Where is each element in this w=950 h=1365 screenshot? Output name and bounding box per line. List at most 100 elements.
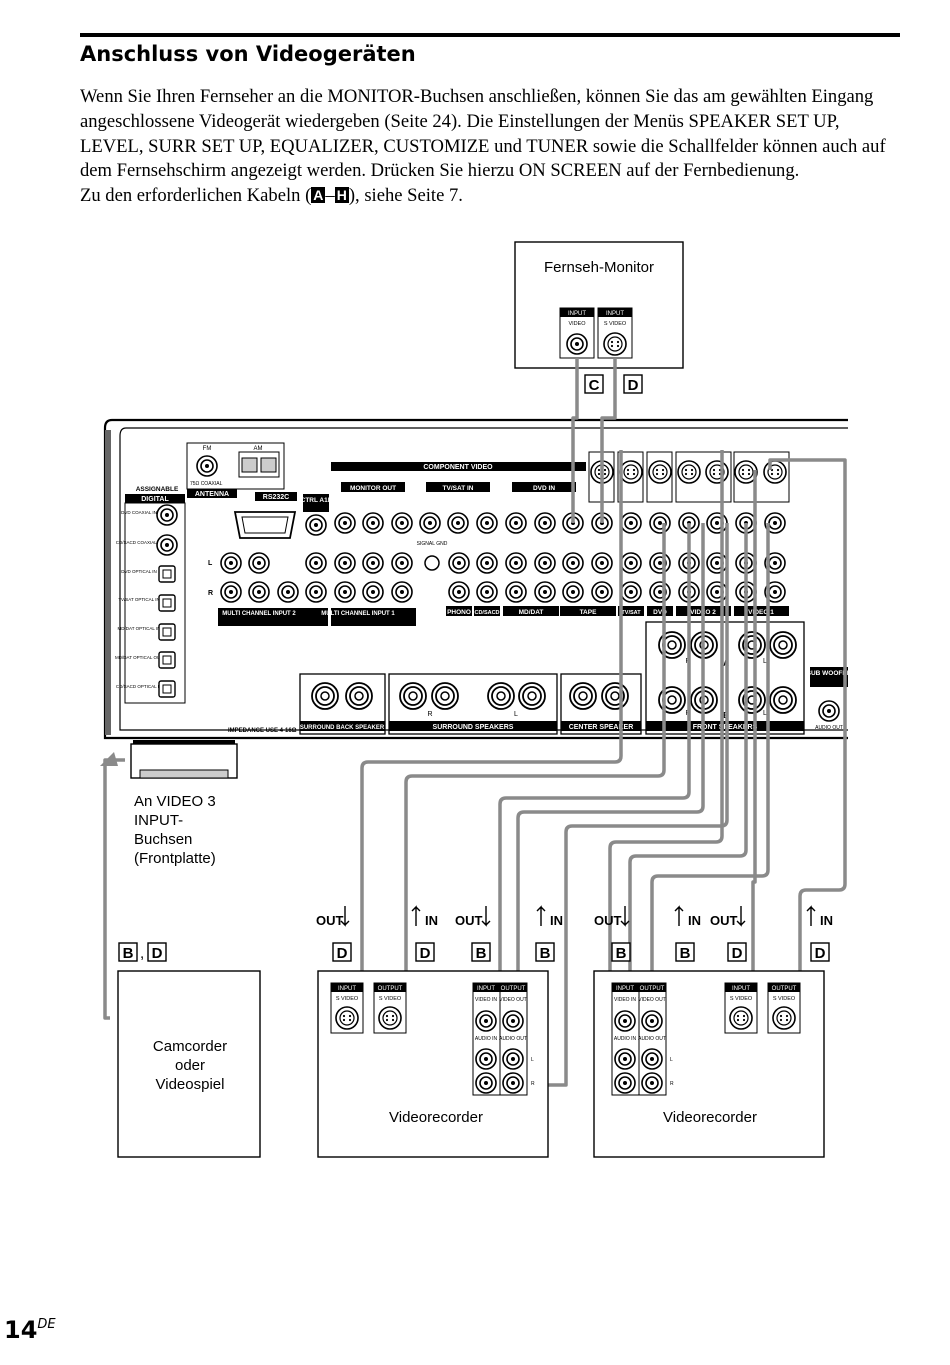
vcr2-svideo-out-jack <box>772 1006 796 1030</box>
cable-tag: D <box>420 945 431 962</box>
vcr1-svideo-out-jack <box>378 1006 402 1030</box>
dvd-in-label: DVD IN <box>533 485 555 492</box>
signal-dir: IN <box>820 913 833 928</box>
audio-out-label: AUDIO OUT <box>815 725 843 731</box>
signal-dir: IN <box>550 913 563 928</box>
component-video-label: COMPONENT VIDEO <box>423 464 493 471</box>
rs232c-label: RS232C <box>263 494 289 501</box>
camcorder-label: Camcorder <box>153 1038 227 1055</box>
speaker-group-label: FRONT SPEAKERS <box>693 724 758 731</box>
tv-video-label: VIDEO <box>568 321 586 327</box>
digital-label: DIGITAL <box>141 496 169 503</box>
camcorder-cable-tags: B , D <box>118 942 167 962</box>
tv-input-tag-2: INPUT <box>606 311 624 317</box>
multi-channel-jacks: L R <box>208 552 413 603</box>
note-line: (Frontplatte) <box>134 850 216 867</box>
input-tag: INPUT <box>616 986 634 992</box>
tv-svideo-jack <box>603 332 627 356</box>
mddat-optical-in-jack <box>158 623 176 641</box>
camcorder-box: Camcorder oder Videospiel <box>117 970 261 1158</box>
r-label: R <box>670 1081 674 1087</box>
vcr1-svideo-in-jack <box>335 1006 359 1030</box>
l-label: L <box>670 1057 673 1063</box>
digital-in-label: DVD COAXIAL IN <box>121 510 157 515</box>
vcr-label: Videorecorder <box>389 1109 483 1126</box>
group-label: TV/SAT <box>621 610 641 616</box>
cd-coaxial-jack <box>156 534 178 556</box>
digital-in-label: MD/DAT OPTICAL IN <box>118 626 161 631</box>
channel-r-label: R <box>208 590 213 597</box>
svideo-jacks <box>588 451 790 503</box>
group-label: TAPE <box>580 609 598 616</box>
am-label: AM <box>254 446 263 452</box>
audio-out-label: AUDIO OUT <box>499 1036 527 1042</box>
component-jacks <box>334 512 584 534</box>
note-line: INPUT- <box>134 812 183 829</box>
vcr-label: Videorecorder <box>663 1109 757 1126</box>
speaker-group-label: CENTER SPEAKER <box>569 724 634 731</box>
digital-in-label: TV/SAT OPTICAL IN <box>118 597 159 602</box>
signal-dir: OUT <box>455 913 483 928</box>
note-line: An VIDEO 3 <box>134 793 216 810</box>
intro-paragraph: Wenn Sie Ihren Fernseher an die MONITOR-… <box>80 86 886 182</box>
cable-letter-first: A <box>311 187 326 204</box>
cable-tag: B <box>680 945 691 962</box>
intro-text: Wenn Sie Ihren Fernseher an die MONITOR-… <box>80 85 905 209</box>
cable-tag: D <box>732 945 743 962</box>
digital-in-label: DVD OPTICAL IN <box>121 569 157 574</box>
tv-svideo-label: S VIDEO <box>604 321 627 327</box>
video-out-label: VIDEO OUT <box>638 997 666 1003</box>
audio-out-label: AUDIO OUT <box>638 1036 666 1042</box>
group-label: VIDEO 1 <box>748 609 774 616</box>
signal-dir: OUT <box>710 913 738 928</box>
tv-video-jack <box>566 333 588 355</box>
mddat-optical-out-jack <box>158 651 176 669</box>
digital-in-label: CD/SACD OPTICAL IN <box>116 684 162 689</box>
cable-tag: C <box>589 377 600 394</box>
cables-dash: – <box>325 185 335 207</box>
page-number: 14DE <box>4 1316 56 1344</box>
svideo-label: S VIDEO <box>379 996 402 1002</box>
front-panel-note: An VIDEO 3 INPUT- Buchsen (Frontplatte) <box>134 793 216 867</box>
speaker-group-label: SURROUND SPEAKERS <box>433 724 514 731</box>
speaker-terminals: R L A R L B R L SURROUND BACK SPEAKER SU… <box>299 621 805 735</box>
monitor-out-label: MONITOR OUT <box>350 485 396 492</box>
cable-arrowheads <box>100 752 118 766</box>
cable-tag: D <box>628 377 639 394</box>
speaker-group-label: SURROUND BACK SPEAKER <box>300 725 385 731</box>
cables-prefix: Zu den erforderlichen Kabeln ( <box>80 185 312 207</box>
tv-cable-tags: C D <box>584 374 643 394</box>
section-title: Anschluss von Videogeräten <box>80 42 416 66</box>
fm-jack <box>196 455 218 477</box>
signal-dir: IN <box>688 913 701 928</box>
digital-in-label: MD/DAT OPTICAL OUT <box>115 655 163 660</box>
group-label: CD/SACD <box>474 610 499 616</box>
camcorder-label: oder <box>175 1057 205 1074</box>
antenna-label: ANTENNA <box>195 491 229 498</box>
assignable-label: ASSIGNABLE <box>136 486 179 493</box>
input-tag: INPUT <box>338 986 356 992</box>
tv-input-tag: INPUT <box>568 311 586 317</box>
cable-tag: D <box>815 945 826 962</box>
surround-r-label: R <box>427 711 432 718</box>
title-rule <box>80 33 900 37</box>
output-tag: OUTPUT <box>378 986 403 992</box>
cable-tag: B <box>476 945 487 962</box>
cables-suffix: ), siehe Seite 7. <box>348 185 463 207</box>
surround-l-label: L <box>514 711 518 718</box>
signal-dir: OUT <box>594 913 622 928</box>
signal-dir: IN <box>425 913 438 928</box>
signal-gnd-label: SIGNAL GND <box>417 541 448 547</box>
audio-in-label: AUDIO IN <box>614 1036 637 1042</box>
tv-monitor: Fernseh-Monitor INPUT VIDEO INPUT S VIDE… <box>514 241 684 369</box>
group-label: DVD <box>653 609 667 616</box>
cd-optical-jack <box>158 680 176 698</box>
group-label: MD/DAT <box>519 609 544 616</box>
svideo-label: S VIDEO <box>773 996 796 1002</box>
audio-in-label: AUDIO IN <box>475 1036 498 1042</box>
note-line: Buchsen <box>134 831 192 848</box>
multi-input-1-label: MULTI CHANNEL INPUT 1 <box>321 611 395 617</box>
output-tag: OUTPUT <box>501 986 526 992</box>
dvd-coaxial-jack <box>156 504 178 526</box>
